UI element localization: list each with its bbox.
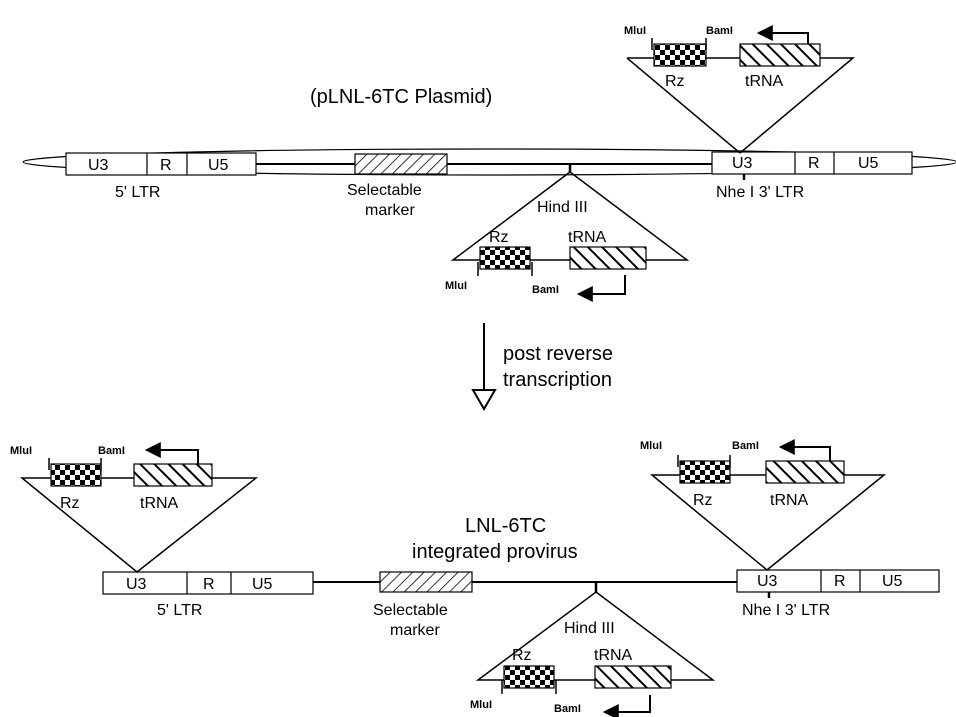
mlu-site-label: MluI: [445, 280, 467, 292]
plasmid-section: (pLNL-6TC Plasmid) U3 R U5 5' LTR Select…: [22, 25, 956, 302]
plasmid-5-ltr: U3 R U5 5' LTR: [65, 152, 257, 201]
ltr-r-label: R: [834, 573, 846, 590]
promoter-arrow: [778, 439, 831, 461]
ltr-r-label: R: [160, 157, 172, 174]
ltr-u5-label: U5: [208, 157, 229, 174]
trna-label: tRNA: [140, 495, 179, 512]
plasmid-ring: [22, 148, 956, 176]
ltr-3-label: Nhe I 3' LTR: [716, 184, 804, 201]
bam-site-label: BamI: [532, 284, 559, 296]
ltr-u5-label: U5: [882, 573, 903, 590]
marker-label-line1: Selectable: [373, 602, 448, 619]
promoter-arrow: [144, 442, 199, 464]
provirus-title-line2: integrated provirus: [412, 541, 578, 563]
hind-site-label: Hind III: [537, 199, 588, 216]
step-label-line2: transcription: [503, 369, 612, 391]
marker-label-line2: marker: [390, 622, 440, 639]
rz-label: Rz: [512, 647, 532, 664]
rz-label: Rz: [665, 73, 685, 90]
bam-site-label: BamI: [554, 703, 581, 715]
provirus-right-cassette: Rz tRNA MluI BamI: [640, 439, 887, 571]
rz-label: Rz: [60, 495, 80, 512]
provirus-5-ltr: U3 R U5 5' LTR: [102, 571, 314, 619]
mlu-site-label: MluI: [470, 699, 492, 711]
promoter-arrow: [602, 695, 651, 717]
provirus-lower-cassette: Hind III Rz tRNA MluI BamI: [470, 582, 716, 717]
bam-site-label: BamI: [732, 440, 759, 452]
plasmid-3-ltr: U3 R U5 Nhe I 3' LTR: [711, 151, 913, 201]
provirus-section: LNL-6TC integrated provirus U3 R U5 5' L…: [10, 439, 940, 717]
hind-site-label: Hind III: [564, 620, 615, 637]
trna-label: tRNA: [568, 229, 607, 246]
mlu-site-label: MluI: [640, 440, 662, 452]
mlu-site-label: MluI: [624, 25, 646, 37]
trna-label: tRNA: [594, 647, 633, 664]
plasmid-selectable-marker: Selectable marker: [347, 153, 448, 219]
ltr-u3-label: U3: [732, 155, 753, 172]
marker-label-line2: marker: [365, 202, 415, 219]
mlu-site-label: MluI: [10, 445, 32, 457]
plasmid-lower-cassette: Hind III Rz tRNA MluI BamI: [445, 164, 690, 302]
step-arrow: post reverse transcription: [471, 323, 613, 411]
ltr-u5-label: U5: [252, 576, 273, 593]
provirus-3-ltr: U3 R U5 Nhe I 3' LTR: [736, 569, 940, 619]
bam-site-label: BamI: [706, 25, 733, 37]
ltr-u3-label: U3: [88, 157, 109, 174]
ltr-u5-label: U5: [858, 155, 879, 172]
promoter-arrow: [756, 25, 809, 44]
provirus-title-line1: LNL-6TC: [465, 515, 546, 537]
marker-label-line1: Selectable: [347, 182, 422, 199]
provirus-selectable-marker: Selectable marker: [373, 571, 473, 639]
step-label-line1: post reverse: [503, 343, 613, 365]
ltr-r-label: R: [203, 576, 215, 593]
bam-site-label: BamI: [98, 445, 125, 457]
rz-label: Rz: [489, 229, 509, 246]
ltr-5-label: 5' LTR: [157, 602, 202, 619]
plasmid-title: (pLNL-6TC Plasmid): [310, 86, 492, 108]
ltr-3-label: Nhe I 3' LTR: [742, 602, 830, 619]
rz-label: Rz: [693, 492, 713, 509]
ltr-r-label: R: [808, 155, 820, 172]
trna-label: tRNA: [745, 73, 784, 90]
trna-label: tRNA: [770, 492, 809, 509]
ltr-u3-label: U3: [126, 576, 147, 593]
promoter-arrow: [576, 275, 626, 302]
ltr-5-label: 5' LTR: [115, 184, 160, 201]
plasmid-upper-cassette: Rz tRNA MluI BamI: [624, 25, 856, 154]
provirus-left-cassette: Rz tRNA MluI BamI: [10, 442, 259, 573]
ltr-u3-label: U3: [757, 573, 778, 590]
